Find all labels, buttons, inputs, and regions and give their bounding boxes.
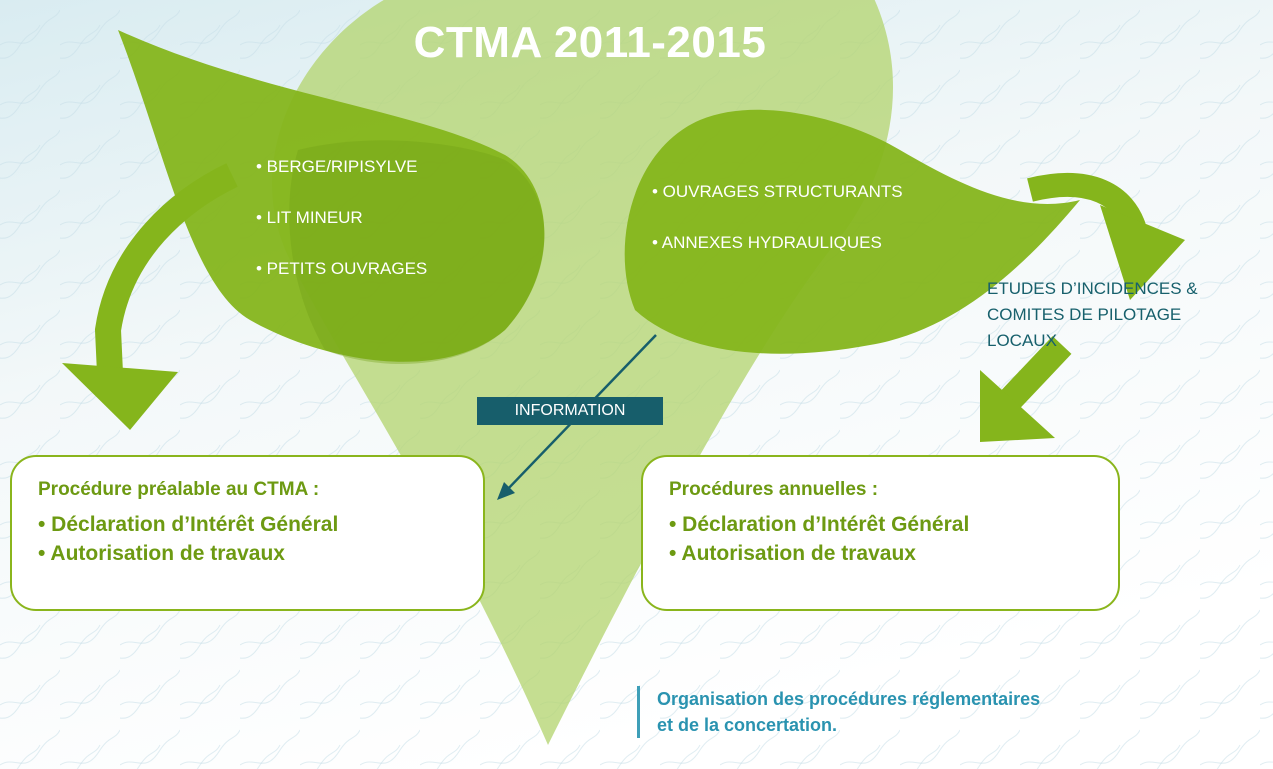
- caption-line-1: Organisation des procédures réglementair…: [657, 689, 1041, 709]
- etudes-line-2: COMITES DE PILOTAGE: [987, 305, 1182, 324]
- information-label: INFORMATION: [477, 397, 663, 425]
- right-leaf-shape: [624, 109, 1080, 354]
- box-right-title: Procédures annuelles :: [669, 479, 879, 500]
- left-bullet-berge: • BERGE/RIPISYLVE: [256, 157, 418, 176]
- left-leaf-shape: [118, 30, 545, 362]
- box-left-item-travaux: • Autorisation de travaux: [38, 542, 285, 565]
- box-left-title: Procédure préalable au CTMA :: [38, 479, 320, 500]
- left-curved-arrow: [94, 163, 238, 374]
- caption: Organisation des procédures réglementair…: [637, 686, 1040, 738]
- right-bullet-ouvrages: • OUVRAGES STRUCTURANTS: [652, 182, 903, 201]
- right-bullet-annexes: • ANNEXES HYDRAULIQUES: [652, 233, 882, 252]
- diagram-title: CTMA 2011-2015: [413, 18, 767, 67]
- box-left-item-dig: • Déclaration d’Intérêt Général: [38, 513, 339, 536]
- diagonal-arrow: [1000, 336, 1072, 409]
- box-right-item-dig: • Déclaration d’Intérêt Général: [669, 513, 970, 536]
- etudes-line-1: ETUDES D’INCIDENCES &: [987, 279, 1198, 298]
- etudes-label: ETUDES D’INCIDENCES & COMITES DE PILOTAG…: [987, 276, 1198, 354]
- box-procedure-prealable: Procédure préalable au CTMA : • Déclarat…: [10, 455, 485, 611]
- left-bullet-lit-mineur: • LIT MINEUR: [256, 208, 363, 227]
- box-right-item-travaux: • Autorisation de travaux: [669, 542, 916, 565]
- caption-line-2: et de la concertation.: [657, 715, 838, 735]
- left-bullet-petits-ouvrages: • PETITS OUVRAGES: [256, 259, 428, 278]
- box-procedures-annuelles: Procédures annuelles : • Déclaration d’I…: [641, 455, 1120, 611]
- etudes-line-3: LOCAUX: [987, 331, 1057, 350]
